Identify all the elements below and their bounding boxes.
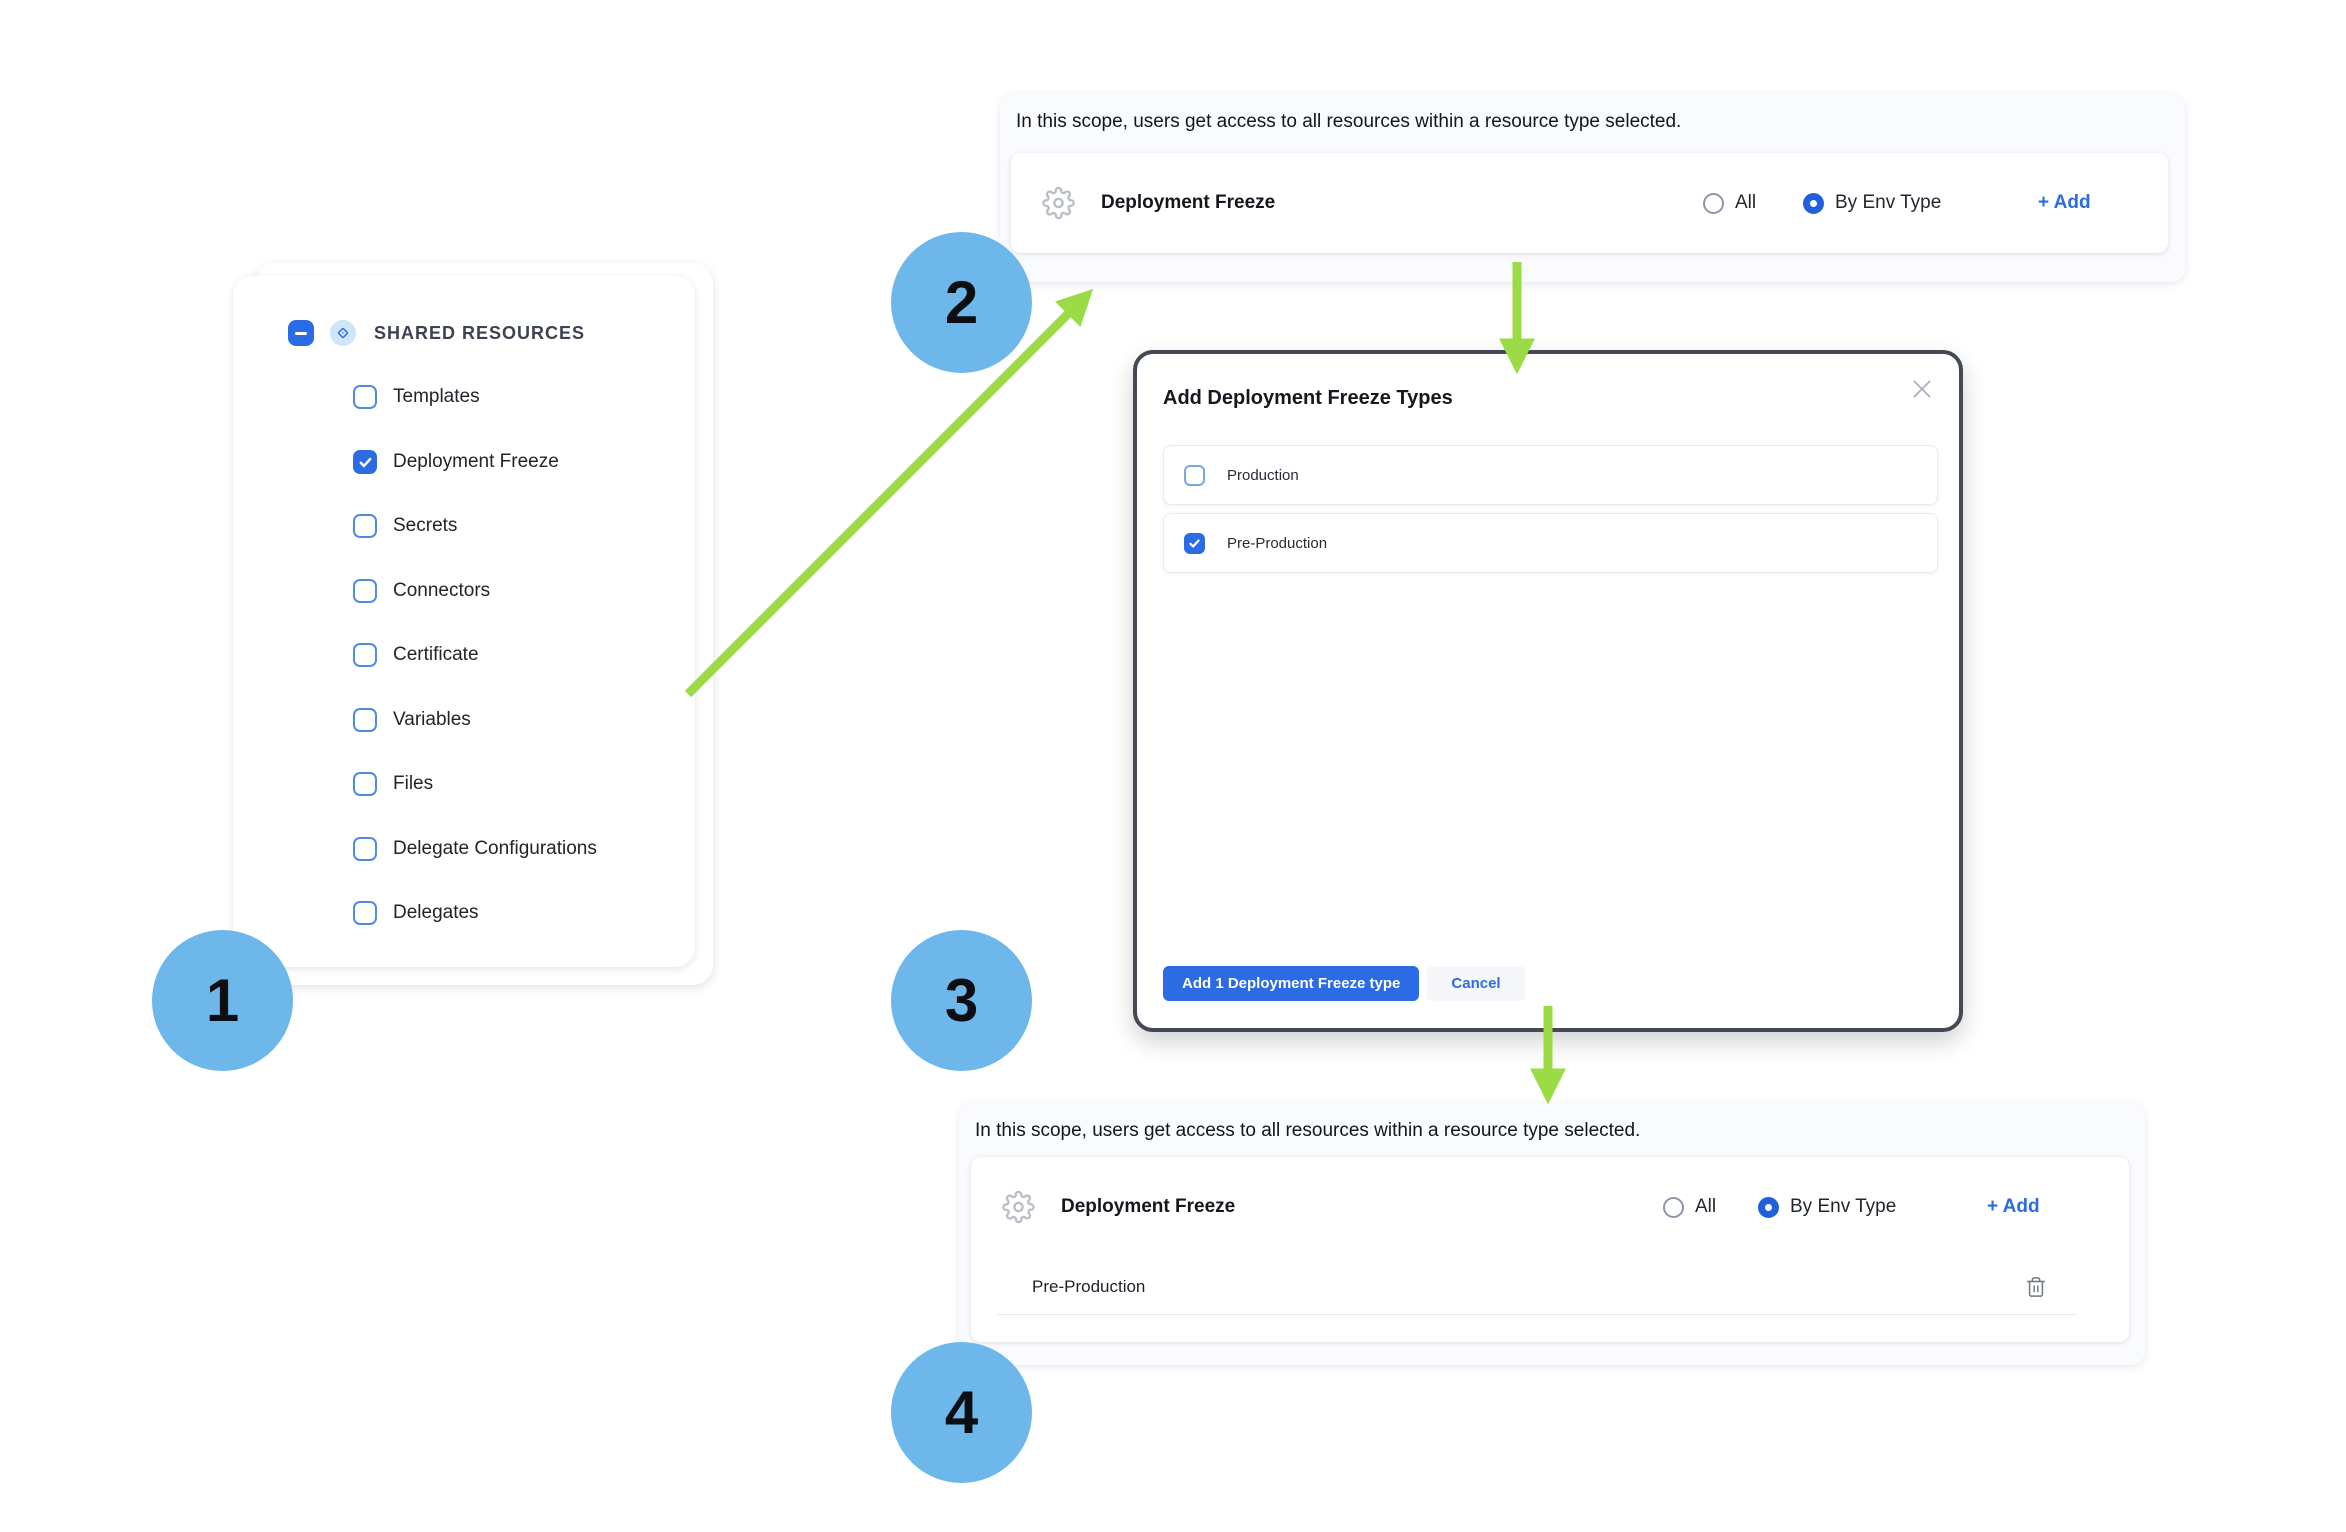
radio-all-unselected[interactable] bbox=[1703, 192, 1724, 214]
option-label: Production bbox=[1227, 466, 1299, 484]
tree-item-delegate-configurations[interactable]: Delegate Configurations bbox=[353, 836, 597, 862]
panel-title: SHARED RESOURCES bbox=[374, 322, 586, 343]
checkbox-deployment-freeze[interactable] bbox=[353, 450, 377, 474]
checkbox-files[interactable] bbox=[353, 772, 377, 796]
arrow-tree-to-panel bbox=[684, 288, 1094, 698]
deployment-freeze-row: Deployment Freeze All By Env Type + Add bbox=[1011, 153, 2168, 253]
gear-icon bbox=[1002, 1190, 1035, 1224]
radio-all-unselected[interactable] bbox=[1663, 1196, 1684, 1218]
radio-all-label: All bbox=[1695, 1196, 1717, 1217]
env-type-row-label: Pre-Production bbox=[1032, 1277, 1146, 1296]
radio-by-env-option[interactable]: By Env Type bbox=[1758, 1196, 1896, 1218]
radio-all-option[interactable]: All bbox=[1703, 192, 1756, 214]
radio-by-env-label: By Env Type bbox=[1835, 192, 1942, 213]
checkbox-label: Connectors bbox=[393, 580, 491, 601]
tree-item-delegates[interactable]: Delegates bbox=[353, 900, 479, 926]
tree-item-files[interactable]: Files bbox=[353, 771, 433, 797]
scope-description: In this scope, users get access to all r… bbox=[1016, 111, 1682, 132]
radio-all-label: All bbox=[1735, 192, 1757, 213]
gear-icon bbox=[1042, 186, 1075, 220]
check-icon bbox=[359, 457, 371, 467]
radio-by-env-option[interactable]: By Env Type bbox=[1803, 192, 1941, 214]
checkbox-label: Delegate Configurations bbox=[393, 838, 597, 859]
row-divider bbox=[997, 1314, 2077, 1315]
trash-icon[interactable] bbox=[2025, 1275, 2047, 1299]
resource-type-row-card: Deployment Freeze All By Env Type + Add bbox=[1011, 153, 2168, 253]
confirm-add-button[interactable]: Add 1 Deployment Freeze type bbox=[1163, 966, 1420, 1001]
collapse-minus-button[interactable] bbox=[288, 320, 314, 346]
step-badge-4: 4 bbox=[891, 1342, 1032, 1483]
step-badge-1: 1 bbox=[152, 930, 293, 1071]
checkbox-delegate-configurations[interactable] bbox=[353, 837, 377, 861]
checkbox-label: Secrets bbox=[393, 515, 458, 536]
step-number: 2 bbox=[944, 269, 979, 336]
checkbox-label: Delegates bbox=[393, 902, 479, 923]
minus-icon bbox=[295, 331, 307, 335]
checkbox-connectors[interactable] bbox=[353, 579, 377, 603]
resource-type-row-card: Deployment Freeze All By Env Type + Add … bbox=[971, 1157, 2129, 1342]
modal-option-pre-production[interactable]: Pre-Production bbox=[1163, 513, 1938, 573]
deployment-freeze-row: Deployment Freeze All By Env Type + Add bbox=[971, 1157, 2129, 1257]
checkbox-variables[interactable] bbox=[353, 708, 377, 732]
radio-all-option[interactable]: All bbox=[1663, 1196, 1716, 1218]
checkbox-label: Variables bbox=[393, 709, 471, 730]
step-number: 4 bbox=[944, 1379, 979, 1446]
tree-item-secrets[interactable]: Secrets bbox=[353, 513, 457, 539]
checkbox-production[interactable] bbox=[1184, 464, 1205, 486]
add-link[interactable]: + Add bbox=[2038, 192, 2091, 213]
resource-type-label: Deployment Freeze bbox=[1101, 192, 1276, 213]
check-icon bbox=[1189, 538, 1200, 548]
add-deployment-freeze-modal: Add Deployment Freeze Types Production P… bbox=[1133, 350, 1963, 1032]
tree-item-deployment-freeze[interactable]: Deployment Freeze bbox=[353, 449, 559, 475]
radio-by-env-selected[interactable] bbox=[1758, 1196, 1779, 1218]
scope-description: In this scope, users get access to all r… bbox=[975, 1120, 1641, 1141]
modal-title: Add Deployment Freeze Types bbox=[1163, 387, 1453, 409]
checkbox-templates[interactable] bbox=[353, 385, 377, 409]
scope-panel-bottom: In this scope, users get access to all r… bbox=[959, 1103, 2145, 1365]
shared-resources-icon bbox=[330, 320, 356, 346]
checkbox-pre-production[interactable] bbox=[1184, 532, 1205, 554]
close-icon[interactable] bbox=[1909, 376, 1935, 402]
checkbox-label: Deployment Freeze bbox=[393, 451, 559, 472]
tree-item-templates[interactable]: Templates bbox=[353, 384, 480, 410]
scope-panel-top: In this scope, users get access to all r… bbox=[1000, 94, 2185, 282]
tree-item-variables[interactable]: Variables bbox=[353, 707, 471, 733]
checkbox-label: Templates bbox=[393, 386, 480, 407]
cancel-button[interactable]: Cancel bbox=[1427, 966, 1525, 1001]
add-link[interactable]: + Add bbox=[1987, 1196, 2040, 1217]
checkbox-label: Certificate bbox=[393, 644, 479, 665]
modal-option-production[interactable]: Production bbox=[1163, 445, 1938, 505]
step-badge-2: 2 bbox=[891, 232, 1032, 373]
step-number: 1 bbox=[205, 967, 240, 1034]
checkbox-delegates[interactable] bbox=[353, 901, 377, 925]
radio-by-env-selected[interactable] bbox=[1803, 192, 1824, 214]
radio-by-env-label: By Env Type bbox=[1790, 1196, 1897, 1217]
tree-item-connectors[interactable]: Connectors bbox=[353, 578, 490, 604]
shared-resources-header: SHARED RESOURCES bbox=[288, 320, 585, 346]
checkbox-label: Files bbox=[393, 773, 434, 794]
resource-type-label: Deployment Freeze bbox=[1061, 1196, 1236, 1217]
shared-resources-panel: SHARED RESOURCES Templates Deployment Fr… bbox=[233, 276, 695, 967]
step-badge-3: 3 bbox=[891, 930, 1032, 1071]
option-label: Pre-Production bbox=[1227, 534, 1328, 552]
checkbox-secrets[interactable] bbox=[353, 514, 377, 538]
tree-item-certificate[interactable]: Certificate bbox=[353, 642, 479, 668]
modal-footer: Add 1 Deployment Freeze type Cancel bbox=[1163, 966, 1525, 1001]
step-number: 3 bbox=[944, 967, 979, 1034]
checkbox-certificate[interactable] bbox=[353, 643, 377, 667]
